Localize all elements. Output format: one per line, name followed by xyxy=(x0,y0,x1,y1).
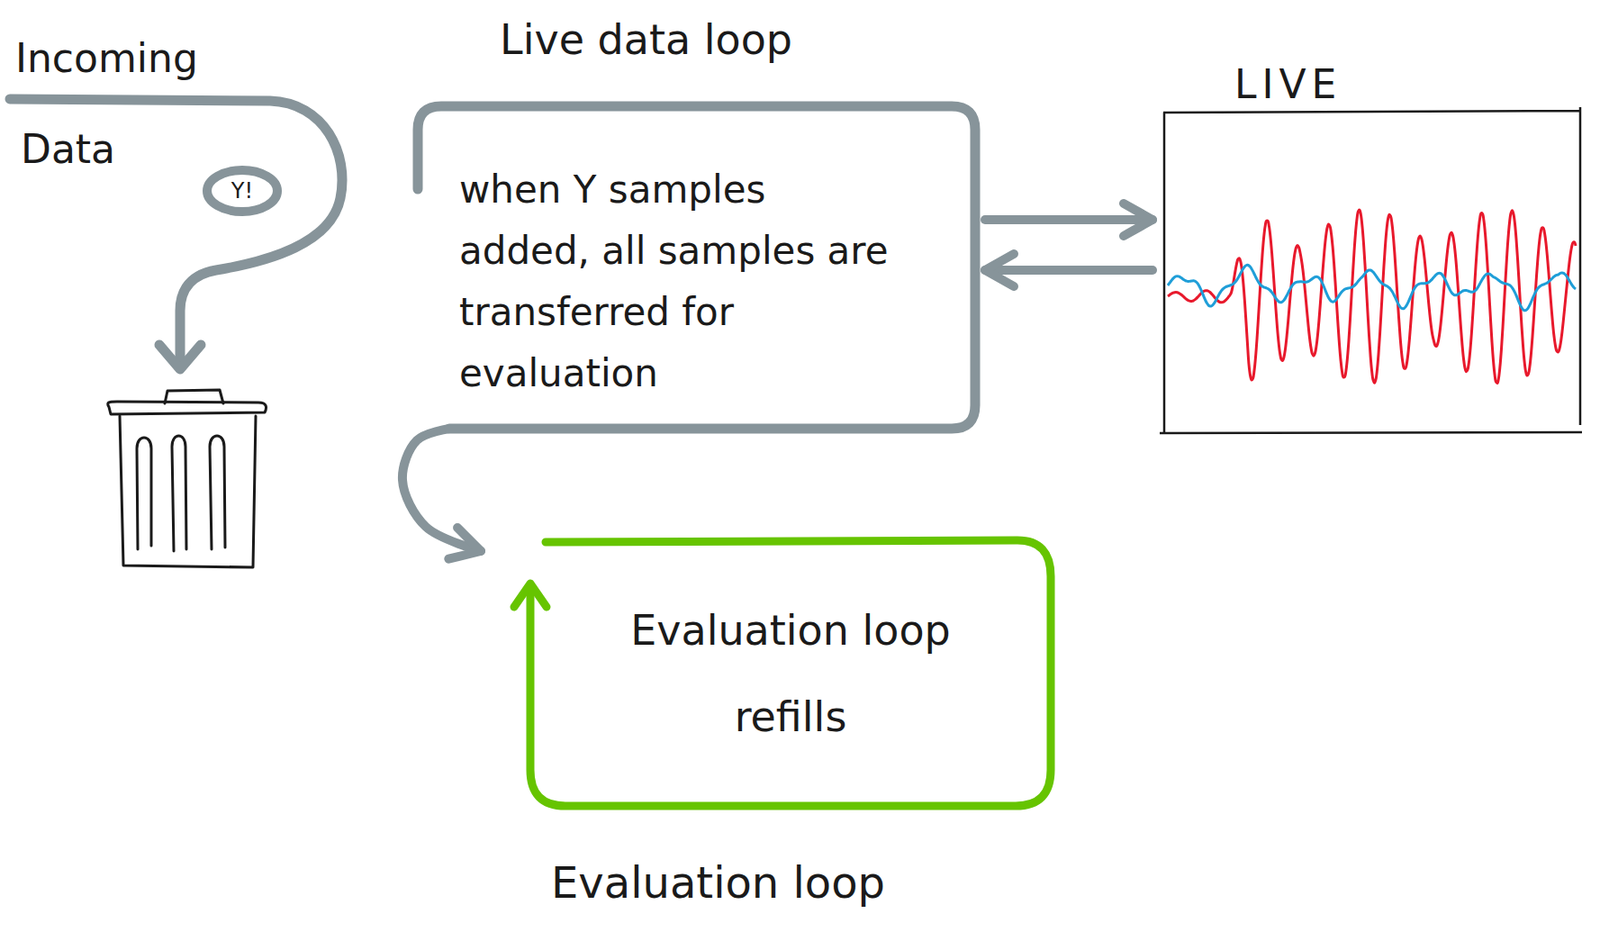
trash-can xyxy=(108,389,267,568)
incoming-arrowhead xyxy=(159,344,201,370)
red-signal xyxy=(1167,209,1576,383)
loop-box: Evaluation loop refillsEvaluation loop xyxy=(484,531,1058,919)
flow-arrow xyxy=(985,215,1153,225)
live-chart xyxy=(1167,209,1576,383)
flag-circle: Y! xyxy=(201,164,283,217)
flow-label: Data xyxy=(20,126,116,173)
flag-text: Y! xyxy=(201,164,283,217)
loop-heading: Evaluation loop xyxy=(551,857,886,910)
loop-box: Live data loop when Y samples added, all … xyxy=(413,15,980,434)
loop-heading: Live data loop xyxy=(499,15,793,65)
chart-title: LIVE xyxy=(1234,61,1342,109)
flow-arrow xyxy=(402,428,481,552)
chart-frame: LIVE xyxy=(1163,61,1582,434)
blue-signal xyxy=(1167,264,1576,310)
flow-arrow xyxy=(985,265,1153,275)
loop-body: Evaluation loop refills xyxy=(583,587,998,760)
flow-label: Incoming xyxy=(15,36,199,82)
incoming-line xyxy=(9,99,343,365)
chart-frame-outline xyxy=(1163,61,1582,434)
loop-body: when Y samples added, all samples are tr… xyxy=(459,159,901,405)
